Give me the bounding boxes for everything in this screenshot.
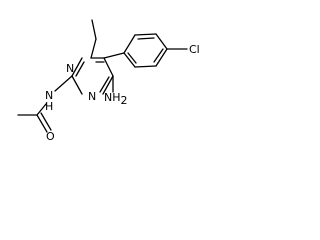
- amino-group-label: NH2: [104, 91, 128, 107]
- bond-ph1-ph2: [123, 34, 136, 54]
- bond-c5-c6: [103, 57, 114, 77]
- bond-n1-c2: [71, 75, 83, 95]
- ring-nitrogen-bottom-label: N: [88, 90, 96, 103]
- bond-ph2-ph3: [134, 33, 157, 36]
- bond-carbonyl-oxygen-inner: [40, 112, 52, 131]
- bond-c2-n3: [71, 57, 83, 77]
- pyrimidine-ring: [71, 57, 114, 95]
- bond-c2-n3-inner: [75, 61, 85, 77]
- bond-ph4-ph5-inner: [153, 48, 164, 63]
- bond-ring-amide-n: [54, 75, 73, 92]
- bond-ph6-ph1: [123, 52, 136, 68]
- carbonyl-oxygen-label: O: [46, 130, 55, 143]
- bond-ethyl-methyl: [91, 19, 97, 40]
- amide-nitrogen-label: N: [45, 89, 53, 102]
- amide-hydrogen-label: H: [45, 100, 53, 113]
- chlorophenyl-group: [103, 33, 188, 68]
- bond-ph6-ph1-inner: [127, 52, 137, 64]
- bond-ph3-ph4: [155, 33, 168, 50]
- bond-ph4-ph5: [155, 48, 168, 67]
- bond-ph2-ph3-inner: [137, 37, 155, 40]
- amino-nh-text: NH: [104, 91, 121, 104]
- bond-ph5-ph6: [134, 65, 157, 68]
- acetamide-group: [17, 75, 73, 133]
- ethyl-group: [90, 19, 97, 59]
- chemical-structure-diagram: N N N H NH2 O Cl: [17, 19, 200, 143]
- bond-c6-n1-inner: [99, 76, 110, 93]
- bond-amide-n-carbonyl: [36, 103, 47, 116]
- bond-ring-ethyl: [90, 38, 97, 59]
- amino-subscript: 2: [121, 94, 128, 107]
- bond-carbonyl-oxygen: [36, 114, 48, 133]
- ring-nitrogen-top-label: N: [66, 62, 74, 75]
- bond-c6-n1: [102, 75, 114, 95]
- bond-ring-phenyl: [103, 52, 125, 59]
- chlorine-label: Cl: [189, 43, 200, 56]
